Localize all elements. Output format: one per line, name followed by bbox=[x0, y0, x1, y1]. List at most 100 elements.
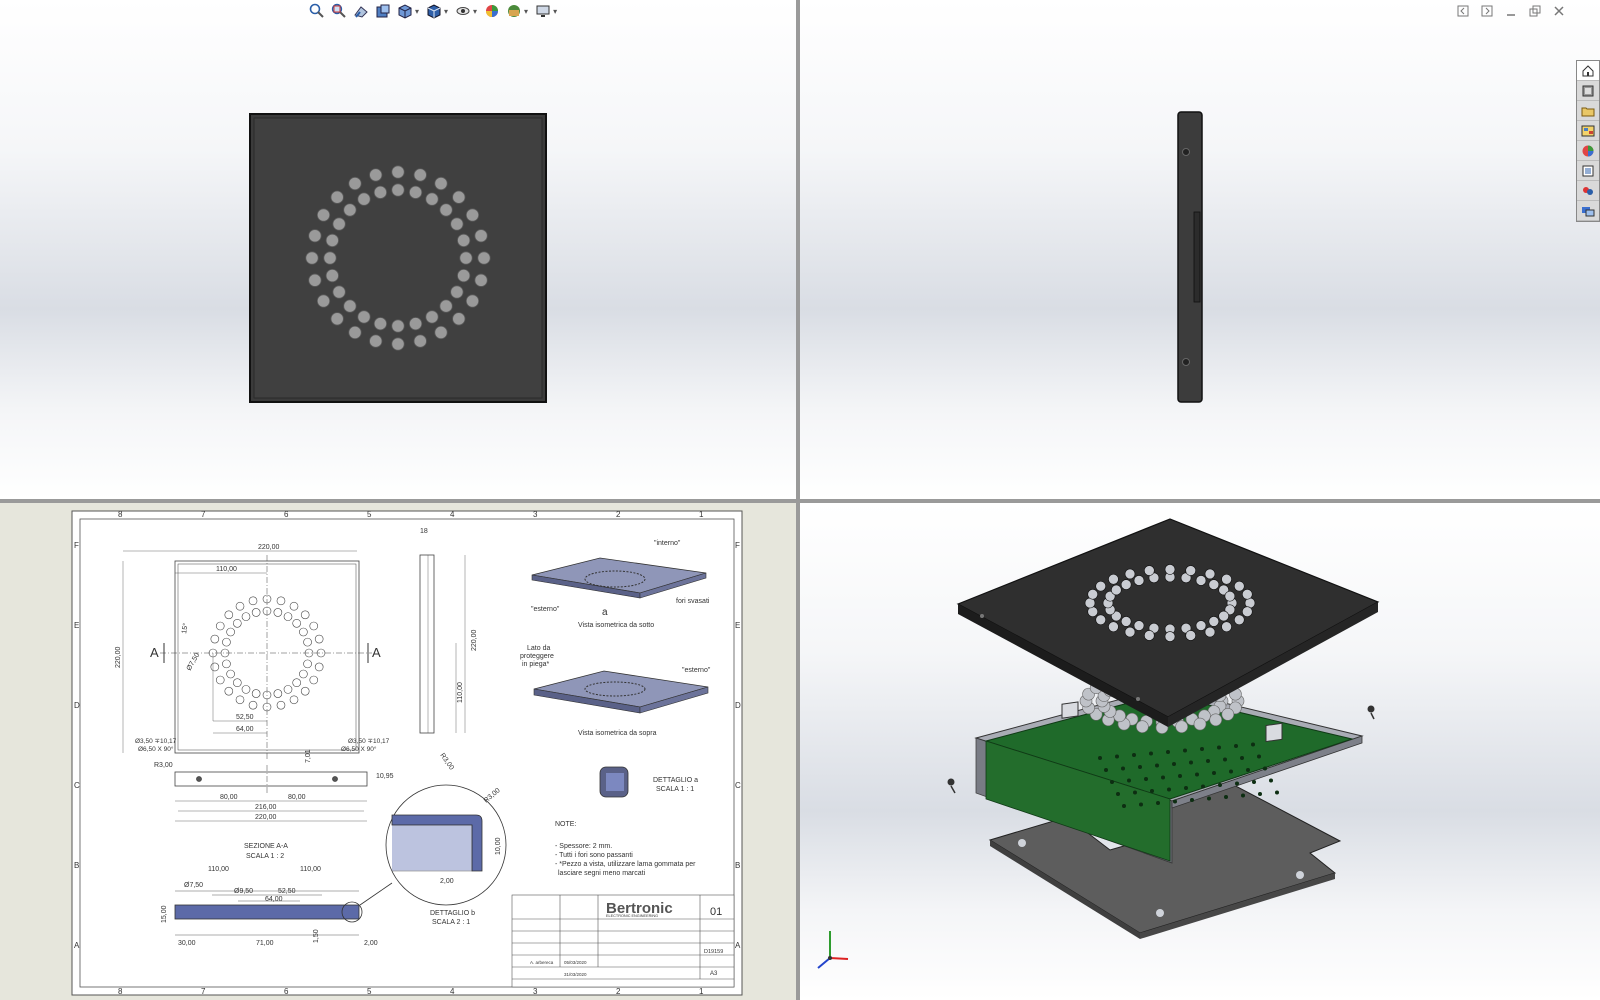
pcb-via bbox=[1218, 783, 1222, 787]
hole bbox=[1143, 630, 1155, 641]
view-orientation-icon[interactable] bbox=[396, 2, 414, 20]
chevron-down-icon[interactable]: ▾ bbox=[415, 6, 420, 16]
hole bbox=[439, 203, 453, 217]
apply-scene-icon[interactable] bbox=[505, 2, 523, 20]
zone-col-label: 1 bbox=[699, 510, 704, 519]
notes-line-3: - *Pezzo a vista, utilizzare lama gommat… bbox=[555, 861, 696, 868]
hide-show-icon[interactable] bbox=[454, 2, 472, 20]
hole bbox=[1233, 580, 1245, 592]
tile-left-icon[interactable] bbox=[1456, 4, 1470, 18]
notes-line-1: - Spessore: 2 mm. bbox=[555, 843, 612, 850]
drawing-detail-b bbox=[359, 784, 507, 906]
section-label-a-right: A bbox=[372, 645, 381, 660]
hole bbox=[1208, 579, 1220, 590]
dim-64: 64,00 bbox=[236, 726, 254, 733]
solidworks-forum-icon[interactable] bbox=[1577, 181, 1599, 201]
hole bbox=[233, 678, 242, 687]
hole bbox=[1193, 717, 1207, 731]
iso-top-esterno: "esterno" bbox=[682, 667, 711, 674]
appearances-icon[interactable] bbox=[1577, 141, 1599, 161]
file-explorer-icon[interactable] bbox=[1577, 101, 1599, 121]
custom-properties-icon[interactable] bbox=[1577, 161, 1599, 181]
hole bbox=[283, 612, 293, 621]
hole bbox=[210, 662, 220, 672]
isometric-viewport[interactable] bbox=[800, 503, 1600, 1000]
pcb-via bbox=[1155, 763, 1159, 768]
hole bbox=[332, 285, 346, 299]
drawing-section-view bbox=[174, 890, 363, 936]
dim-bottom-10: 10,95 bbox=[376, 773, 394, 780]
zone-row-label: A bbox=[735, 941, 741, 950]
view-palette-icon[interactable] bbox=[1577, 121, 1599, 141]
restore-icon[interactable] bbox=[1528, 4, 1542, 18]
close-icon[interactable] bbox=[1552, 4, 1566, 18]
hole bbox=[391, 319, 405, 333]
pcb-via bbox=[1133, 790, 1137, 795]
drawing-iso-bottom bbox=[531, 557, 707, 599]
side-viewport[interactable] bbox=[800, 0, 1600, 499]
pcb-via bbox=[1178, 774, 1182, 778]
pcb-via bbox=[1189, 760, 1193, 765]
display-style-icon[interactable] bbox=[425, 2, 443, 20]
zone-col-label: 2 bbox=[616, 510, 621, 519]
dim-height: 220,00 bbox=[115, 646, 122, 668]
hole bbox=[369, 334, 383, 348]
side-plate-model[interactable] bbox=[800, 0, 1600, 499]
hole bbox=[308, 229, 322, 243]
zone-col-label: 7 bbox=[201, 987, 206, 996]
zoom-area-icon[interactable] bbox=[330, 2, 348, 20]
view-settings-icon[interactable] bbox=[534, 2, 552, 20]
exploded-assembly-model[interactable] bbox=[800, 503, 1600, 1000]
front-viewport[interactable]: ▾ ▾ ▾ ▾ ▾ bbox=[0, 0, 796, 499]
chevron-down-icon[interactable]: ▾ bbox=[444, 6, 449, 16]
edit-appearance-icon[interactable] bbox=[483, 2, 501, 20]
hole bbox=[1095, 580, 1107, 592]
front-plate-model[interactable] bbox=[0, 0, 796, 499]
hole-callout-right-2: Ø6,50 X 90° bbox=[341, 745, 377, 753]
section-view-icon[interactable] bbox=[374, 2, 392, 20]
hole bbox=[262, 690, 272, 700]
chevron-down-icon[interactable]: ▾ bbox=[553, 6, 558, 16]
hole bbox=[325, 268, 339, 283]
hole bbox=[226, 627, 235, 637]
tile-right-icon[interactable] bbox=[1480, 4, 1494, 18]
zone-col-label: 5 bbox=[367, 987, 372, 996]
hole bbox=[452, 312, 466, 326]
pcb-via bbox=[1206, 759, 1210, 763]
pcb-via bbox=[1110, 780, 1114, 784]
hole bbox=[248, 700, 258, 710]
zone-col-label: 6 bbox=[284, 987, 289, 996]
3dexperience-icon[interactable] bbox=[1577, 201, 1599, 221]
chevron-down-icon[interactable]: ▾ bbox=[524, 6, 529, 16]
drawing-detail-a-text: DETTAGLIO a SCALA 1 : 1 bbox=[653, 777, 698, 793]
home-icon[interactable] bbox=[1577, 61, 1599, 81]
hole bbox=[215, 675, 225, 685]
dim-width: 220,00 bbox=[258, 544, 280, 551]
drawing-front-view bbox=[122, 550, 372, 759]
pcb-via bbox=[1122, 804, 1126, 808]
iso-bottom-caption: Vista isometrica da sotto bbox=[578, 622, 654, 629]
pcb-via bbox=[1167, 787, 1171, 792]
section-label-a-left: A bbox=[150, 645, 159, 660]
viewport-divider-horizontal[interactable] bbox=[0, 499, 1600, 503]
notes-title: NOTE: bbox=[555, 821, 576, 828]
minimize-icon[interactable] bbox=[1504, 4, 1518, 18]
dim-52: 52,50 bbox=[236, 714, 254, 721]
previous-view-icon[interactable] bbox=[352, 2, 370, 20]
hole bbox=[314, 634, 324, 644]
chevron-down-icon[interactable]: ▾ bbox=[473, 6, 478, 16]
pcb-via bbox=[1224, 795, 1228, 799]
pcb-via bbox=[1149, 751, 1153, 756]
hole bbox=[1204, 568, 1216, 580]
pcb-via bbox=[1257, 754, 1261, 759]
hole bbox=[210, 634, 220, 644]
hole bbox=[251, 689, 261, 698]
zoom-to-fit-icon[interactable] bbox=[308, 2, 326, 20]
hole bbox=[465, 208, 480, 222]
design-library-icon[interactable] bbox=[1577, 81, 1599, 101]
pcb-via bbox=[1200, 747, 1204, 751]
hole bbox=[450, 217, 464, 231]
hole bbox=[343, 203, 357, 217]
